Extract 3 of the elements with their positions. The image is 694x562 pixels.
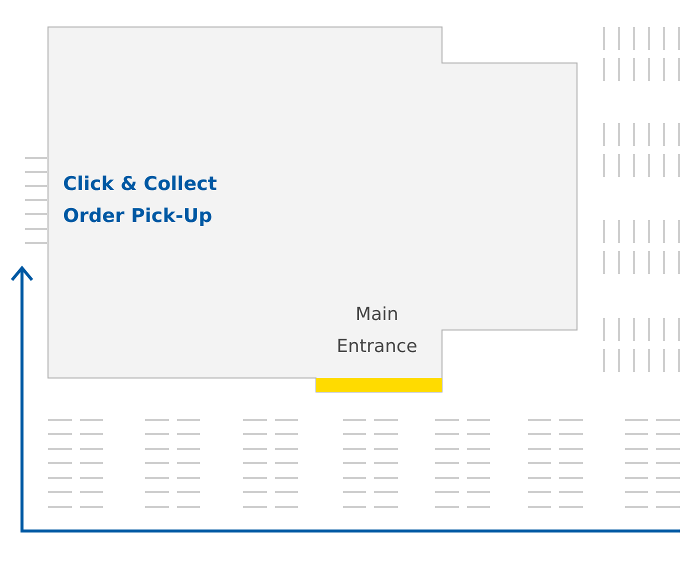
pick-up-area-label: Click & Collect Order Pick-Up (63, 172, 218, 229)
entrance-label: Main Entrance (336, 303, 418, 359)
entrance-bar (316, 378, 442, 392)
